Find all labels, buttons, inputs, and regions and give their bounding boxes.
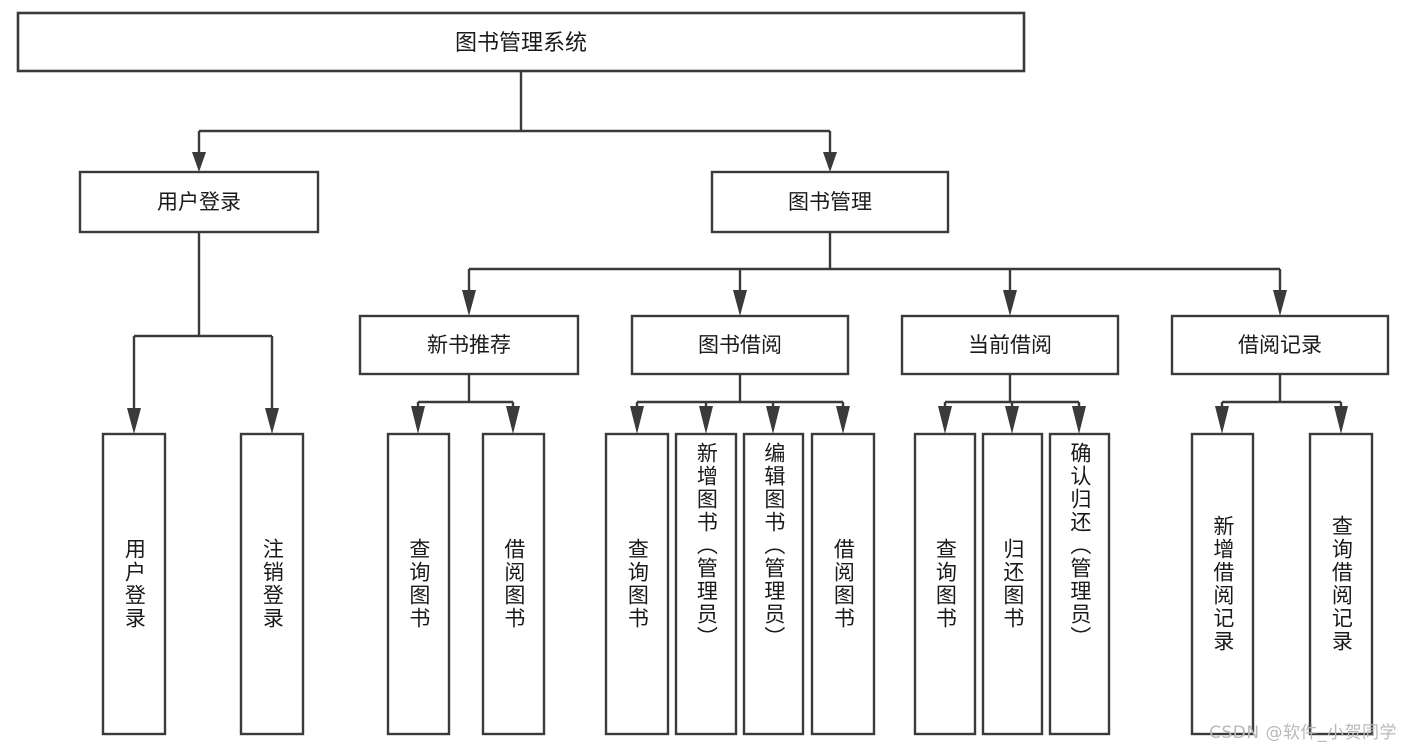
node-leaf-query-book-2[interactable] [604, 432, 670, 736]
arrow-to-current-borrow [1003, 290, 1017, 316]
node-user-login[interactable] [78, 170, 320, 234]
node-user-login-label: 用户登录 [157, 190, 241, 214]
node-leaf-edit-book[interactable] [742, 432, 805, 736]
arrow-leaf-user-login [127, 408, 141, 434]
arrow-to-book-borrow [733, 290, 747, 316]
arrow-leaf-edit-book [766, 406, 780, 434]
arrow-leaf-query-record [1334, 406, 1348, 434]
node-leaf-query-book-1[interactable] [386, 432, 451, 736]
arrow-leaf-logout [265, 408, 279, 434]
node-book-manage[interactable] [710, 170, 950, 234]
arrow-to-new-book [462, 290, 476, 316]
node-leaf-borrow-book-1[interactable] [481, 432, 546, 736]
node-current-borrow-label: 当前借阅 [968, 333, 1052, 357]
csdn-watermark: CSDN @软件_小贺同学 [1209, 723, 1397, 743]
node-new-book-recommend[interactable] [358, 314, 580, 376]
node-current-borrow[interactable] [900, 314, 1120, 376]
node-book-borrow-label: 图书借阅 [698, 333, 782, 357]
arrow-leaf-borrow-book-2 [836, 406, 850, 434]
node-borrow-record-label: 借阅记录 [1238, 333, 1322, 357]
node-leaf-borrow-book-2[interactable] [810, 432, 876, 736]
node-leaf-add-book[interactable] [674, 432, 738, 736]
node-book-borrow[interactable] [630, 314, 850, 376]
edge-layer [127, 71, 1348, 434]
arrow-to-user-login [192, 152, 206, 172]
arrow-leaf-add-book [699, 406, 713, 434]
arrow-leaf-query-book-2 [630, 406, 644, 434]
node-book-manage-label: 图书管理 [788, 190, 872, 214]
node-layer: 图书管理系统 用户登录 图书管理 新书推荐 图书借阅 当前借阅 借阅记录 [16, 11, 1390, 736]
node-leaf-user-login[interactable] [101, 432, 167, 736]
arrow-leaf-return-book [1005, 406, 1019, 434]
node-new-book-recommend-label: 新书推荐 [427, 333, 511, 357]
arrow-leaf-query-book-1 [411, 406, 425, 434]
node-leaf-logout[interactable] [239, 432, 305, 736]
node-leaf-query-record[interactable] [1308, 432, 1374, 736]
node-leaf-add-record[interactable] [1190, 432, 1255, 736]
arrow-to-book-manage [823, 152, 837, 172]
arrow-leaf-borrow-book-1 [506, 406, 520, 434]
arrow-leaf-confirm-return [1072, 406, 1086, 434]
node-leaf-return-book[interactable] [981, 432, 1044, 736]
node-leaf-confirm-return[interactable] [1048, 432, 1111, 736]
arrow-leaf-query-book-3 [938, 406, 952, 434]
arrow-leaf-add-record [1215, 406, 1229, 434]
node-borrow-record[interactable] [1170, 314, 1390, 376]
node-root[interactable] [16, 11, 1026, 73]
node-leaf-query-book-3[interactable] [913, 432, 977, 736]
node-root-label: 图书管理系统 [455, 31, 587, 56]
arrow-to-borrow-record [1273, 290, 1287, 316]
